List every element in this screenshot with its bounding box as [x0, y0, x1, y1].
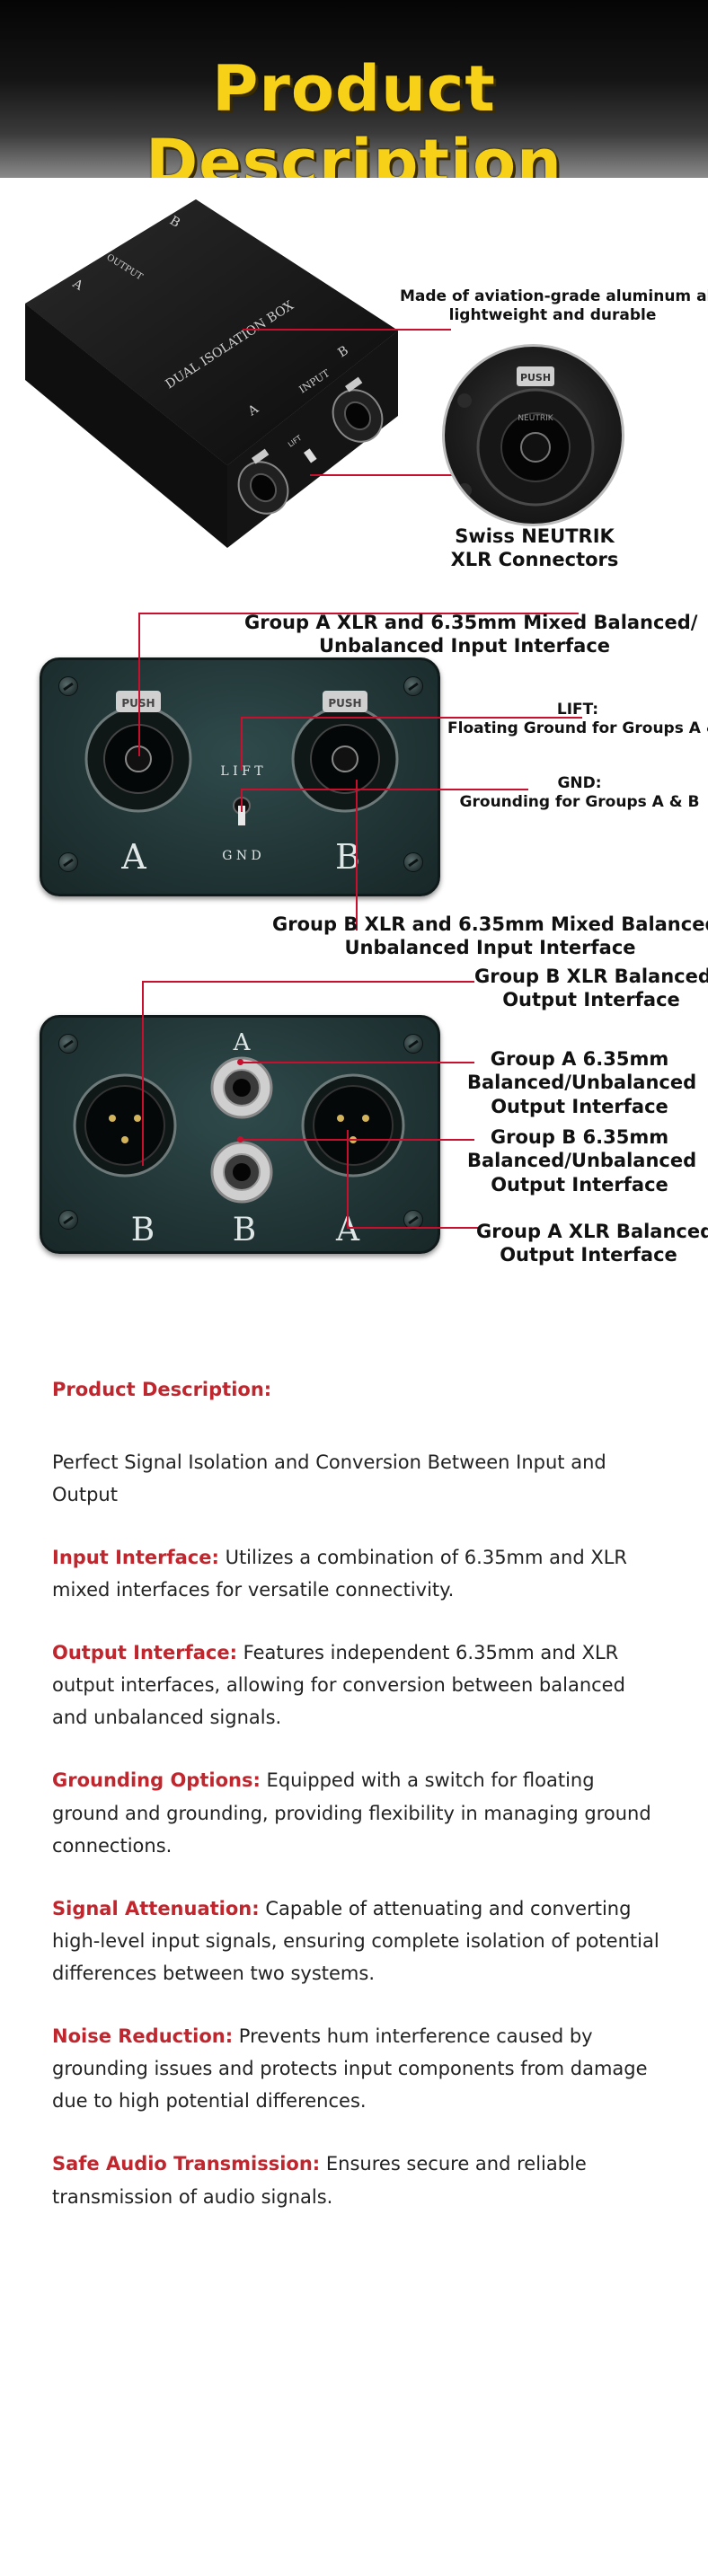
- gnd-print: G N D: [222, 849, 261, 863]
- group-b-xlr-out-label: Group B XLR Balanced Output Interface: [474, 965, 708, 1012]
- feature-label: Signal Attenuation:: [52, 1897, 260, 1919]
- lift-line-h: [241, 717, 582, 719]
- screw-icon: [403, 1210, 423, 1230]
- group-b-635-line2: Balanced/Unbalanced: [467, 1150, 697, 1172]
- connector-label-line2: XLR Connectors: [450, 549, 619, 571]
- description-heading: Product Description:: [52, 1379, 272, 1400]
- isolation-box-photo: DUAL ISOLATION BOX OUTPUT INPUT A B B A …: [25, 199, 398, 548]
- panel-a-print: A: [120, 837, 146, 877]
- group-a-input-line-h: [138, 613, 579, 614]
- feature-text: Capable of attenuating and converting hi…: [52, 1897, 659, 1984]
- group-a-input-label: Group A XLR and 6.35mm Mixed Balanced/ U…: [244, 611, 698, 658]
- output-panel-graphic: B A B A: [73, 1029, 405, 1248]
- connector-callout-line: [310, 474, 481, 476]
- group-a-input-line1: Group A XLR and 6.35mm Mixed Balanced/: [244, 612, 698, 633]
- connector-label: Swiss NEUTRIK XLR Connectors: [431, 525, 638, 572]
- group-b-xlr-out-line-h: [142, 981, 474, 983]
- feature-text: Equipped with a switch for floating grou…: [52, 1769, 651, 1857]
- group-a-635-line3: Output Interface: [491, 1095, 668, 1117]
- screw-icon: [58, 1034, 78, 1054]
- gnd-line-h: [241, 789, 528, 790]
- feature-label: Grounding Options:: [52, 1769, 261, 1792]
- group-b-input-line1: Group B XLR and 6.35mm Mixed Balanced/: [272, 913, 708, 935]
- screw-icon: [58, 852, 78, 872]
- neutrik-push-print: PUSH: [520, 372, 551, 384]
- description-intro: Perfect Signal Isolation and Conversion …: [52, 1451, 606, 1505]
- group-a-xlr-out-line-v: [347, 1130, 349, 1229]
- input-panel: PUSH PUSH L I F T G N D A B: [40, 657, 440, 896]
- feature-text: Prevents hum interference caused by grou…: [52, 2025, 648, 2113]
- input-panel-graphic: PUSH PUSH L I F T G N D A B: [84, 691, 399, 877]
- neutrik-connector-graphic: PUSH NEUTRIK: [457, 366, 595, 507]
- group-a-xlr-out-line1: Group A XLR Balanced: [476, 1221, 708, 1242]
- group-a-635-line1: Group A 6.35mm: [490, 1048, 669, 1070]
- feature-text: Features independent 6.35mm and XLR outp…: [52, 1642, 625, 1729]
- feature-label: Input Interface:: [52, 1546, 219, 1568]
- screw-icon: [58, 1210, 78, 1230]
- connector-label-line1: Swiss NEUTRIK: [455, 525, 615, 547]
- material-note: Made of aviation-grade aluminum alloy, l…: [400, 287, 708, 326]
- group-a-xlr-out-line-h: [347, 1227, 480, 1229]
- material-note-line1: Made of aviation-grade aluminum alloy,: [400, 287, 708, 305]
- group-b-635-line3: Output Interface: [491, 1173, 668, 1195]
- group-a-input-line-v: [138, 613, 140, 756]
- box-connector-b: [332, 376, 384, 443]
- screw-icon: [58, 676, 78, 696]
- feature-label: Safe Audio Transmission:: [52, 2153, 321, 2175]
- lift-print: L I F T: [220, 764, 263, 779]
- feature-text: Ensures secure and reliable transmission…: [52, 2153, 587, 2208]
- out-mid-bottom-print: B: [233, 1212, 256, 1248]
- group-b-635-line1: Group B 6.35mm: [490, 1126, 669, 1148]
- feature-safe-audio-transmission: Safe Audio Transmission: Ensures secure …: [52, 2148, 663, 2212]
- feature-label: Output Interface:: [52, 1642, 237, 1664]
- lift-desc: Floating Ground for Groups A & B: [447, 719, 708, 738]
- page-title: Product Description: [146, 52, 562, 178]
- neutrik-brand-print: NEUTRIK: [518, 414, 553, 423]
- title-banner: Product Description: [0, 0, 708, 178]
- gnd-title: GND:: [557, 774, 602, 792]
- feature-signal-attenuation: Signal Attenuation: Capable of attenuati…: [52, 1892, 663, 1989]
- group-a-635-line2: Balanced/Unbalanced: [467, 1072, 697, 1094]
- group-a-xlr-out-line2: Output Interface: [500, 1244, 677, 1266]
- description-section: Product Description: Perfect Signal Isol…: [52, 1374, 663, 2213]
- group-b-635-line: [241, 1139, 474, 1141]
- material-note-line2: lightweight and durable: [448, 306, 657, 325]
- group-a-input-line2: Unbalanced Input Interface: [318, 635, 611, 657]
- neutrik-connector-zoom: PUSH NEUTRIK: [442, 344, 624, 526]
- push-b-print: PUSH: [328, 697, 361, 710]
- gnd-label: GND: Grounding for Groups A & B: [449, 774, 708, 813]
- box-lift-switch: [304, 448, 317, 463]
- group-a-635-line: [241, 1062, 474, 1063]
- gnd-desc: Grounding for Groups A & B: [459, 793, 700, 812]
- gnd-line-v: [241, 789, 243, 812]
- group-b-input-line: [356, 780, 358, 931]
- group-b-xlr-out-line-v: [142, 981, 144, 1166]
- group-b-xlr-out-line2: Output Interface: [502, 989, 680, 1011]
- lift-title: LIFT:: [556, 701, 599, 719]
- out-mid-top-print: A: [233, 1029, 252, 1056]
- feature-label: Noise Reduction:: [52, 2025, 234, 2048]
- feature-input-interface: Input Interface: Utilizes a combination …: [52, 1541, 663, 1606]
- group-b-635-label: Group B 6.35mm Balanced/Unbalanced Outpu…: [467, 1125, 697, 1196]
- screw-icon: [403, 676, 423, 696]
- group-b-input-line2: Unbalanced Input Interface: [344, 937, 636, 959]
- group-b-input-label: Group B XLR and 6.35mm Mixed Balanced/ U…: [272, 913, 708, 960]
- feature-output-interface: Output Interface: Features independent 6…: [52, 1636, 663, 1734]
- group-b-635-dot: [237, 1136, 243, 1142]
- output-panel: B A B A: [40, 1015, 440, 1254]
- group-a-xlr-out-label: Group A XLR Balanced Output Interface: [476, 1220, 708, 1267]
- screw-icon: [403, 1034, 423, 1054]
- material-callout-line: [243, 329, 451, 331]
- feature-noise-reduction: Noise Reduction: Prevents hum interferen…: [52, 2020, 663, 2117]
- lift-line-v: [241, 717, 243, 771]
- screw-icon: [403, 852, 423, 872]
- group-a-635-dot: [237, 1059, 243, 1065]
- box-connector-a: [237, 448, 289, 515]
- lift-label: LIFT: Floating Ground for Groups A & B: [447, 701, 708, 739]
- feature-text: Utilizes a combination of 6.35mm and XLR…: [52, 1546, 628, 1601]
- out-left-print: B: [131, 1212, 155, 1248]
- group-a-635-label: Group A 6.35mm Balanced/Unbalanced Outpu…: [467, 1047, 697, 1118]
- group-b-xlr-out-line1: Group B XLR Balanced: [474, 966, 708, 987]
- feature-grounding-options: Grounding Options: Equipped with a switc…: [52, 1764, 663, 1861]
